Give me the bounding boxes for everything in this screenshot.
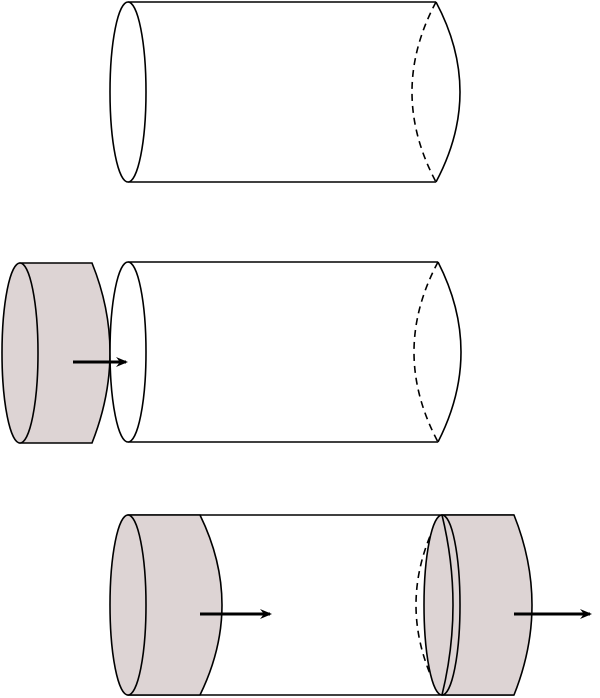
cylinder-right-end xyxy=(437,261,462,443)
shaded-band-right-face-edge xyxy=(441,514,454,696)
shaded-band-left xyxy=(127,514,223,696)
shaded-band-left-face xyxy=(109,514,147,696)
cylinder-with-displaced-discs xyxy=(109,514,592,696)
shaded-band-right-face xyxy=(423,514,461,696)
shaded-band-right xyxy=(441,514,533,696)
cylinder-right-end-hidden xyxy=(411,1,437,183)
cylinder-left-end xyxy=(109,1,147,183)
cylinder-left-end xyxy=(109,261,147,443)
cylinder-right-end xyxy=(435,1,461,183)
shaded-disc-face xyxy=(1,262,39,444)
cylinder-right-end-hidden xyxy=(413,261,439,443)
cylinder-with-incoming-disc xyxy=(1,261,462,444)
cylinder-empty xyxy=(109,1,461,183)
